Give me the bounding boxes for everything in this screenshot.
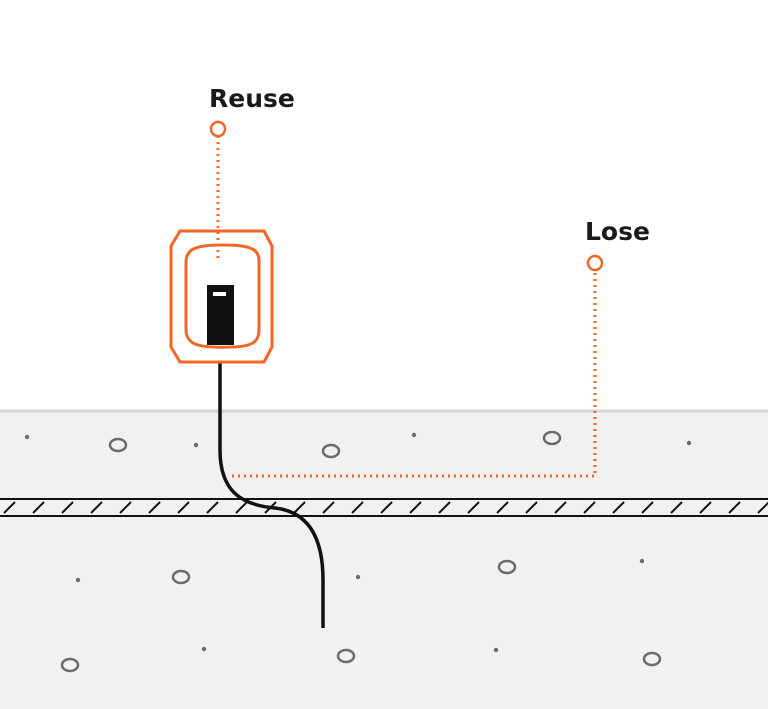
- hatch-mark: [757, 501, 768, 514]
- hatch-mark: [438, 501, 451, 514]
- hatch-mark: [61, 501, 74, 514]
- hatch-mark: [177, 501, 190, 514]
- pebble: [542, 430, 562, 446]
- hatch-mark: [670, 501, 683, 514]
- pebble: [60, 657, 80, 673]
- soil-dot: [686, 440, 692, 446]
- hatch-mark: [119, 501, 132, 514]
- soil-dot: [24, 434, 30, 440]
- pebble: [642, 651, 662, 667]
- hatch-mark: [525, 501, 538, 514]
- hatch-mark: [148, 501, 161, 514]
- hatch-mark: [699, 501, 712, 514]
- lose-marker-icon: [586, 254, 604, 272]
- hatch-mark: [409, 501, 422, 514]
- hatch-mark: [380, 501, 393, 514]
- hatch-mark: [3, 501, 16, 514]
- hatch-mark: [728, 501, 741, 514]
- hatch-mark: [322, 501, 335, 514]
- hatch-mark: [293, 501, 306, 514]
- pebble: [108, 437, 128, 453]
- ground-area: [0, 411, 768, 709]
- sky-area: [0, 0, 768, 411]
- soil-dots: [24, 432, 692, 653]
- pebble: [497, 559, 517, 575]
- hatch-mark: [90, 501, 103, 514]
- pebble: [171, 569, 191, 585]
- lose-dotted-line: [232, 270, 597, 478]
- hatch-mark: [496, 501, 509, 514]
- soil-dot: [201, 646, 207, 652]
- hatch-mark: [467, 501, 480, 514]
- hatch-mark: [235, 501, 248, 514]
- cable-line: [218, 362, 325, 628]
- power-station-icon: [169, 229, 274, 364]
- soil-pebbles: [60, 430, 662, 673]
- soil-dot: [639, 558, 645, 564]
- pebble: [321, 443, 341, 459]
- hatch-mark: [612, 501, 625, 514]
- reuse-label: Reuse: [209, 84, 295, 113]
- hatch-mark: [583, 501, 596, 514]
- hatch-mark: [32, 501, 45, 514]
- hatch-mark: [351, 501, 364, 514]
- soil-dot: [355, 574, 361, 580]
- soil-dot: [75, 577, 81, 583]
- soil-dot: [411, 432, 417, 438]
- lose-label: Lose: [585, 217, 650, 246]
- reuse-marker-icon: [209, 120, 227, 138]
- hatch-mark: [641, 501, 654, 514]
- hatch-mark: [206, 501, 219, 514]
- pebble: [336, 648, 356, 664]
- soil-layer-band: [0, 498, 768, 517]
- hatch-mark: [554, 501, 567, 514]
- soil-dot: [193, 442, 199, 448]
- soil-dot: [493, 647, 499, 653]
